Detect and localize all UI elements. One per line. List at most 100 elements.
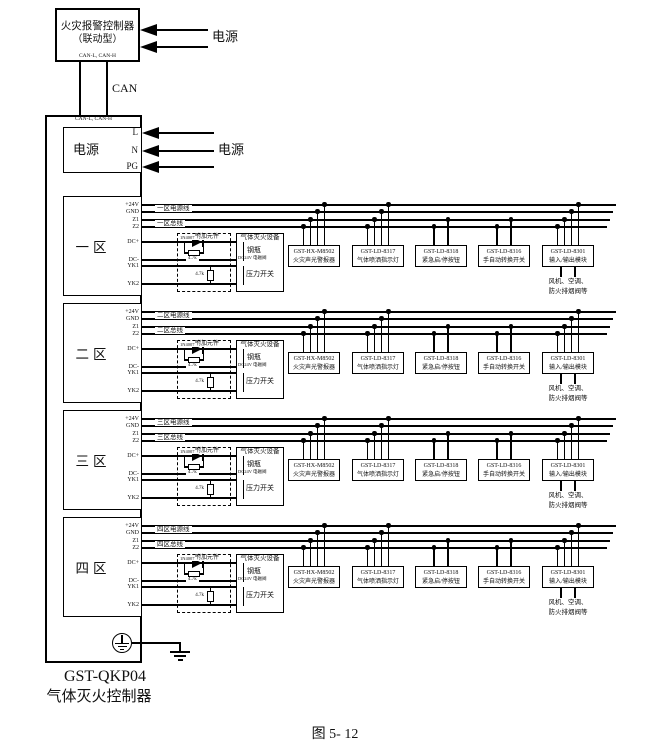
device-wire: [142, 372, 244, 374]
tap-wire: [316, 426, 319, 459]
zone-terminal-label: DC-: [128, 256, 139, 263]
junction-dot-icon: [315, 530, 320, 535]
zone-box: [63, 303, 142, 403]
load-wire: [560, 481, 562, 491]
attachment-title: 附加元件: [193, 340, 222, 348]
module-model: GST-LD-8317: [360, 570, 396, 576]
resistor-wire: [202, 349, 204, 360]
load-wire: [560, 267, 562, 277]
device-wire: [142, 604, 244, 606]
output-loads-line1: 风机、空调、: [548, 385, 588, 392]
junction-dot-icon: [508, 538, 514, 543]
junction-dot-icon: [301, 224, 306, 229]
power-line-label: 二区电源线: [155, 311, 192, 319]
junction-dot-icon: [431, 438, 437, 443]
facp-power-label: 电源: [212, 29, 239, 44]
power-arrow-icon: [142, 161, 159, 173]
resistor-value: 4.7k: [186, 256, 199, 262]
module-model: GST-LD-8318: [423, 570, 459, 576]
tap-wire: [373, 541, 376, 566]
module-desc: 火灾声光警报器: [292, 472, 335, 478]
junction-dot-icon: [365, 224, 370, 229]
zone-terminal-label: YK2: [127, 387, 139, 394]
earth-ground-icon: [178, 659, 183, 661]
junction-dot-icon: [431, 224, 437, 229]
resistor-icon: [206, 484, 214, 495]
zone-terminal-label: YK2: [127, 280, 139, 287]
load-wire: [574, 374, 576, 384]
junction-dot-icon: [386, 309, 391, 314]
tap-wire: [433, 548, 435, 566]
resistor-value: 4.7k: [186, 363, 199, 369]
zone-terminal-label: DC-: [128, 577, 139, 584]
resistor-value: 4.7k: [186, 577, 199, 583]
tap-wire: [309, 327, 312, 352]
zone-terminal-label: Z2: [132, 544, 139, 551]
pressure-switch-label: 压力开关: [246, 483, 274, 492]
tap-wire: [302, 441, 305, 459]
terminal-PG: PG: [126, 161, 138, 171]
cylinder-label: 钢瓶: [247, 245, 261, 254]
pressure-switch-label: 压力开关: [246, 590, 274, 599]
diode-label: 1N4007: [178, 341, 197, 348]
resistor-wire: [199, 466, 204, 468]
module-desc: 手自动转换开关: [482, 472, 525, 478]
zone-terminal-label: Z2: [132, 223, 139, 230]
module-desc: 火灾声光警报器: [292, 258, 335, 264]
module-model: GST-LD-8316: [486, 463, 522, 469]
power-bus-line: [142, 525, 616, 527]
junction-dot-icon: [569, 209, 574, 214]
tap-wire: [556, 334, 559, 352]
resistor-wire: [209, 373, 211, 378]
resistor-wire: [199, 252, 204, 254]
tap-wire: [577, 205, 580, 245]
tap-wire: [366, 441, 369, 459]
equipment-title: 气体灭火设备: [240, 234, 280, 241]
load-wire: [574, 267, 576, 277]
zone-box: [63, 410, 142, 510]
load-wire: [574, 481, 576, 491]
earth-ground-icon: [174, 655, 186, 657]
junction-dot-icon: [445, 324, 451, 329]
junction-dot-icon: [365, 331, 370, 336]
power-arrow-icon: [140, 41, 157, 53]
resistor-wire: [209, 494, 211, 499]
tap-wire: [510, 220, 512, 245]
module-desc: 紧急启/停按钮: [422, 472, 460, 478]
pressure-switch-connector-icon: [242, 372, 245, 392]
tap-wire: [496, 334, 498, 352]
diode-label: 1N4007: [178, 234, 197, 241]
resistor-wire: [202, 456, 204, 467]
resistor-wire: [184, 466, 188, 468]
load-wire: [560, 588, 562, 598]
power-bus-line: [142, 211, 613, 213]
tap-wire: [496, 441, 498, 459]
cylinder-connector-icon: [242, 455, 245, 475]
junction-dot-icon: [301, 545, 306, 550]
power-bus-line: [142, 318, 613, 320]
cylinder-label: 钢瓶: [247, 352, 261, 361]
tap-wire: [323, 526, 326, 566]
device-wire: [142, 479, 244, 481]
pressure-switch-connector-icon: [242, 479, 245, 499]
earth-wire: [179, 642, 181, 652]
tap-wire: [387, 205, 390, 245]
junction-dot-icon: [372, 431, 377, 436]
tap-wire: [302, 227, 305, 245]
power-bus-line: [142, 532, 613, 534]
diode-icon: [192, 344, 202, 354]
device-wire: [142, 586, 244, 588]
power-line-label: 三区电源线: [155, 418, 192, 426]
module-desc: 手自动转换开关: [482, 579, 525, 585]
facp-power-wire: [156, 46, 208, 48]
junction-dot-icon: [562, 217, 567, 222]
junction-dot-icon: [386, 416, 391, 421]
bus-line-label: 二区总线: [155, 326, 185, 334]
